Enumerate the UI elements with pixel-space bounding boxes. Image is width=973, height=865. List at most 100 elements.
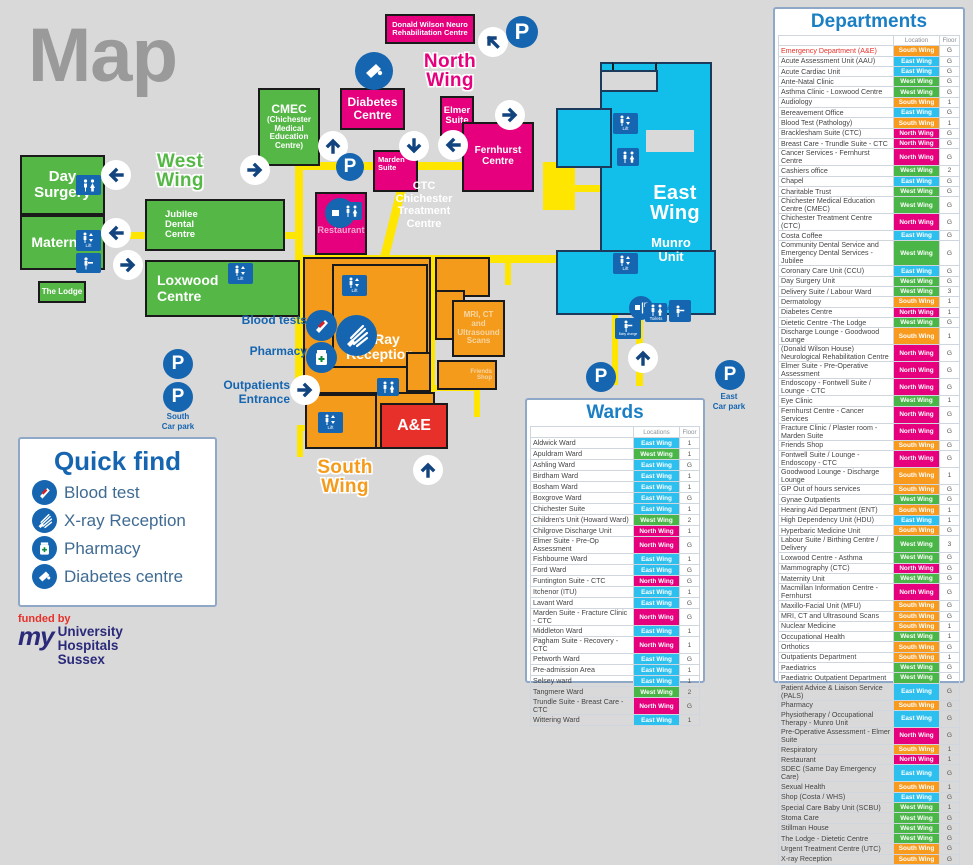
arrow-icon[interactable] — [101, 218, 131, 248]
disabled-parking-icon[interactable]: P — [586, 362, 616, 392]
quick-find-item-xray-reception[interactable]: X-ray Reception — [32, 508, 207, 533]
arrow-icon[interactable] — [318, 131, 348, 161]
arrow-icon[interactable] — [413, 455, 443, 485]
baby-change-icon[interactable] — [669, 300, 691, 322]
table-row[interactable]: Endoscopy - Fontwell Suite / Lounge - CT… — [778, 378, 960, 397]
table-row[interactable]: Macmillan Information Centre - Fernhurst… — [778, 583, 960, 602]
toilets-icon[interactable] — [76, 175, 101, 195]
arrow-icon[interactable] — [240, 155, 270, 185]
lift-icon[interactable]: Lift — [613, 253, 638, 274]
toilets-icon[interactable] — [340, 202, 362, 220]
arrow-icon[interactable] — [495, 100, 525, 130]
toilets-icon[interactable] — [377, 378, 399, 396]
parking-icon[interactable]: P — [336, 153, 364, 181]
baby-change-icon[interactable] — [76, 253, 101, 273]
diabetes-icon[interactable] — [355, 52, 393, 90]
table-row[interactable]: Labour Suite / Birthing Centre / Deliver… — [778, 535, 960, 554]
parking-icon[interactable]: P — [506, 16, 538, 48]
arrow-icon[interactable] — [478, 27, 508, 57]
table-row[interactable]: Chichester Treatment Centre (CTC)North W… — [778, 213, 960, 232]
disabled-parking-icon[interactable]: P — [163, 349, 193, 379]
table-row[interactable]: Physiotherapy / Occupational Therapy - M… — [778, 709, 960, 728]
building-friends-shop[interactable]: Friends Shop — [437, 360, 497, 390]
table-row[interactable]: (Donald Wilson House) Neurological Rehab… — [778, 344, 960, 363]
toilets-icon[interactable]: Toilets — [645, 303, 667, 322]
baby-change-icon[interactable]: Baby change — [615, 318, 641, 339]
table-row[interactable]: Fracture Clinic / Plaster room - Marden … — [778, 422, 960, 441]
quick-find-item-pharmacy[interactable]: Pharmacy — [32, 536, 207, 561]
arrow-icon[interactable] — [101, 160, 131, 190]
building-diabetes-centre[interactable]: Diabetes Centre — [340, 88, 405, 130]
table-row[interactable]: Community Dental Service and Emergency D… — [778, 240, 960, 267]
building-south-block-3[interactable] — [406, 352, 431, 392]
building-loxwood-centre[interactable]: Loxwood Centre — [145, 260, 300, 317]
blood-test-icon[interactable] — [306, 310, 337, 341]
quick-find-item-diabetes-centre[interactable]: Diabetes centre — [32, 564, 207, 589]
arrow-icon[interactable] — [290, 375, 320, 405]
building-jubilee-dental-centre[interactable]: Jubilee Dental Centre — [145, 199, 285, 251]
toilets-icon[interactable] — [617, 148, 639, 166]
arrow-icon[interactable] — [113, 250, 143, 280]
parking-icon[interactable]: P — [163, 382, 193, 412]
building-fernhurst-centre[interactable]: Fernhurst Centre — [462, 122, 534, 192]
building-the-lodge[interactable]: The Lodge — [38, 281, 86, 303]
lift-icon[interactable]: Lift — [228, 263, 253, 284]
